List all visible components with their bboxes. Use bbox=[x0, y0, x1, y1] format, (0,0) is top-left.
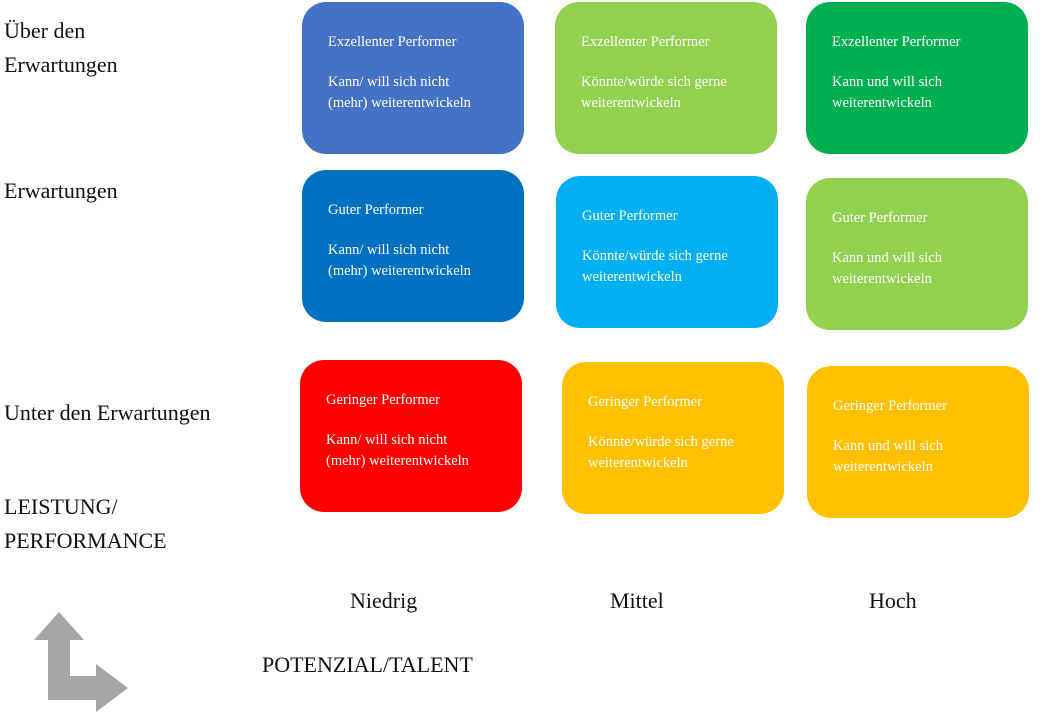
box-description: Kann/ will sich nicht (mehr) weiterentwi… bbox=[328, 74, 471, 111]
box-description: Könnte/würde sich gerne weiterentwickeln bbox=[581, 74, 727, 111]
box-good-low: Guter Performer Kann/ will sich nicht (m… bbox=[302, 170, 524, 322]
box-title: Exzellenter Performer bbox=[328, 34, 457, 50]
box-excellent-low: Exzellenter Performer Kann/ will sich ni… bbox=[302, 2, 524, 154]
box-description: Kann und will sich weiterentwickeln bbox=[833, 438, 943, 475]
box-title: Geringer Performer bbox=[588, 394, 702, 410]
box-good-high: Guter Performer Kann und will sich weite… bbox=[806, 178, 1028, 330]
axis-label-potential: POTENZIAL/TALENT bbox=[262, 652, 473, 677]
box-good-mid: Guter Performer Könnte/würde sich gerne … bbox=[556, 176, 778, 328]
row-label-below-expectations: Unter den Erwartungen bbox=[4, 400, 211, 425]
box-description: Kann und will sich weiterentwickeln bbox=[832, 74, 942, 111]
box-low-low: Geringer Performer Kann/ will sich nicht… bbox=[300, 360, 522, 512]
column-label-mid: Mittel bbox=[610, 588, 664, 613]
box-title: Geringer Performer bbox=[833, 398, 947, 414]
box-description: Kann/ will sich nicht (mehr) weiterentwi… bbox=[326, 432, 469, 469]
box-description: Könnte/würde sich gerne weiterentwickeln bbox=[588, 434, 734, 471]
box-title: Guter Performer bbox=[582, 208, 678, 224]
box-low-mid: Geringer Performer Könnte/würde sich ger… bbox=[562, 362, 784, 514]
box-title: Geringer Performer bbox=[326, 392, 440, 408]
box-title: Exzellenter Performer bbox=[581, 34, 710, 50]
box-excellent-high: Exzellenter Performer Kann und will sich… bbox=[806, 2, 1028, 154]
box-description: Kann/ will sich nicht (mehr) weiterentwi… bbox=[328, 242, 471, 279]
column-label-low: Niedrig bbox=[350, 588, 418, 613]
axis-label-performance: LEISTUNG/ PERFORMANCE bbox=[4, 494, 167, 553]
box-title: Guter Performer bbox=[328, 202, 424, 218]
box-description: Kann und will sich weiterentwickeln bbox=[832, 250, 942, 287]
box-description: Könnte/würde sich gerne weiterentwickeln bbox=[582, 248, 728, 285]
axis-arrow-icon bbox=[34, 612, 128, 712]
column-label-high: Hoch bbox=[869, 588, 917, 613]
row-label-meets-expectations: Erwartungen bbox=[4, 178, 118, 203]
box-excellent-mid: Exzellenter Performer Könnte/würde sich … bbox=[555, 2, 777, 154]
box-title: Guter Performer bbox=[832, 210, 928, 226]
box-low-high: Geringer Performer Kann und will sich we… bbox=[807, 366, 1029, 518]
row-label-above-expectations: Über den Erwartungen bbox=[4, 18, 118, 77]
axis-arrow-shape bbox=[34, 612, 128, 712]
box-title: Exzellenter Performer bbox=[832, 34, 961, 50]
